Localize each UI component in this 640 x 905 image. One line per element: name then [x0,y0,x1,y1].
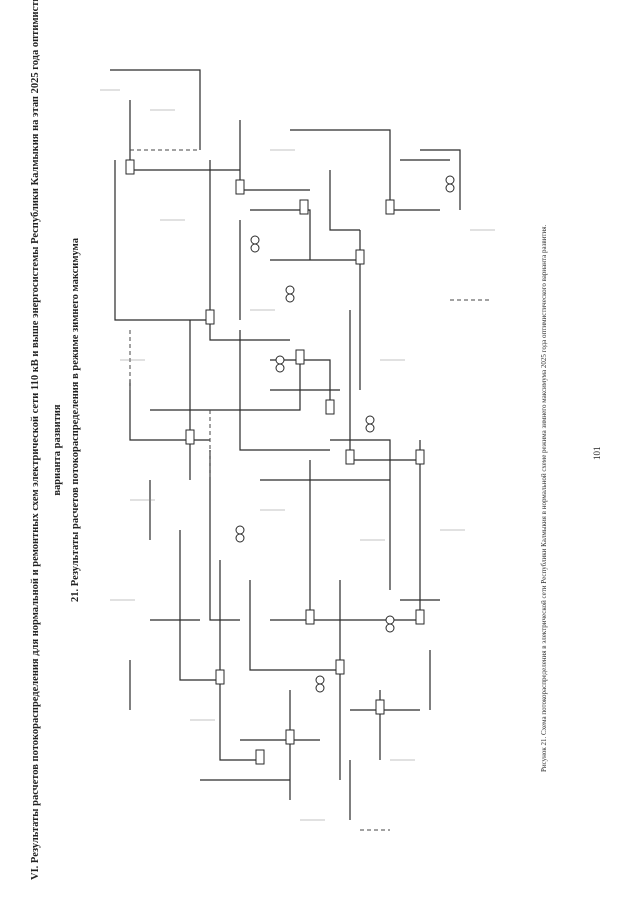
section-heading-continuation: варианта развития [52,404,63,496]
substation-nodes [125,159,425,765]
page-number: 101 [592,446,602,461]
section-heading: VI. Результаты расчетов потокораспределе… [30,0,41,880]
subsection-heading: 21. Результаты расчетов потокораспределе… [70,238,81,602]
power-flow-schematic [100,69,495,831]
network-lines [110,69,461,820]
transformer-symbols [235,175,455,693]
figure-caption: Рисунок 21. Схема потокораспределения в … [540,224,548,772]
label-ticks [100,89,495,821]
